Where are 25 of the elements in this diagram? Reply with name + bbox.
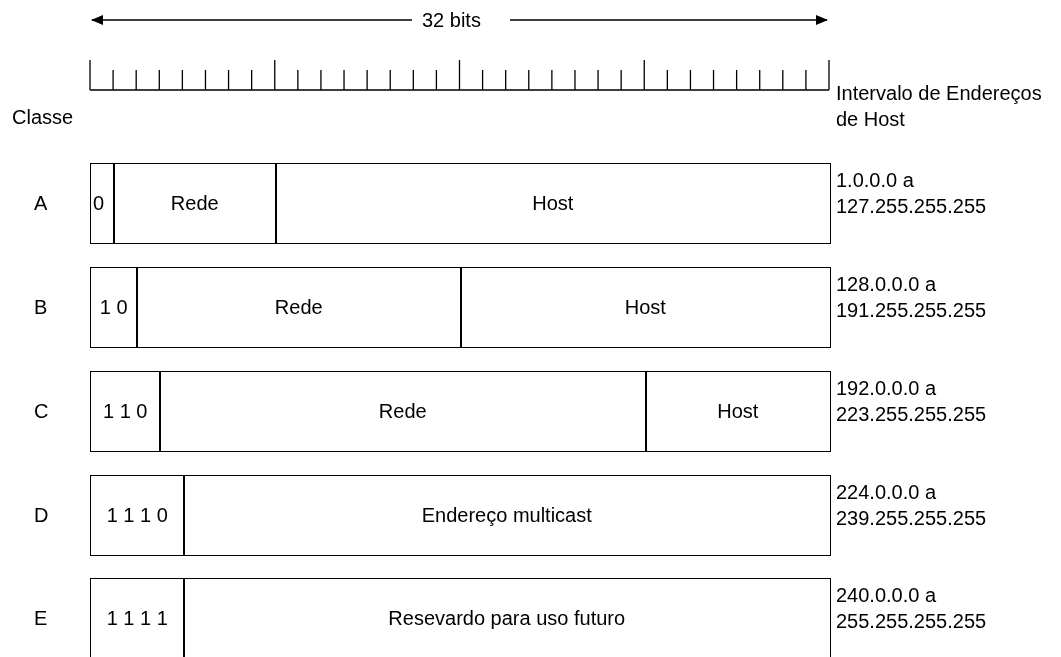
host-field: Host (645, 371, 831, 452)
network-field: Rede (136, 267, 462, 348)
class-letter: A (34, 191, 48, 216)
bit-prefix-field: 0 (90, 163, 115, 244)
class-letter: C (34, 399, 49, 424)
address-range: 224.0.0.0 a 239.255.255.255 (836, 480, 988, 531)
network-field: Rede (113, 163, 277, 244)
column-heading: Intervalo de Endereços de Host (836, 81, 1043, 132)
network-field: Rede (159, 371, 647, 452)
host-field: Host (460, 267, 831, 348)
address-range: 128.0.0.0 a 191.255.255.255 (836, 272, 988, 323)
multicast-field: Endereço multicast (183, 475, 831, 556)
reserved-field: Resevardo para uso futuro (183, 578, 831, 657)
class-letter: D (34, 503, 49, 528)
bit-prefix-field: 1 1 1 1 (90, 578, 185, 657)
bit-prefix-field: 1 1 0 (90, 371, 161, 452)
class-letter: B (34, 295, 48, 320)
bit-prefix-field: 1 0 (90, 267, 138, 348)
address-range: 1.0.0.0 a 127.255.255.255 (836, 168, 988, 219)
bit-prefix-field: 1 1 1 0 (90, 475, 185, 556)
column-heading: Classe (12, 105, 74, 130)
address-range: 240.0.0.0 a 255.255.255.255 (836, 583, 988, 634)
host-field: Host (275, 163, 831, 244)
class-letter: E (34, 606, 48, 631)
address-range: 192.0.0.0 a 223.255.255.255 (836, 376, 988, 427)
